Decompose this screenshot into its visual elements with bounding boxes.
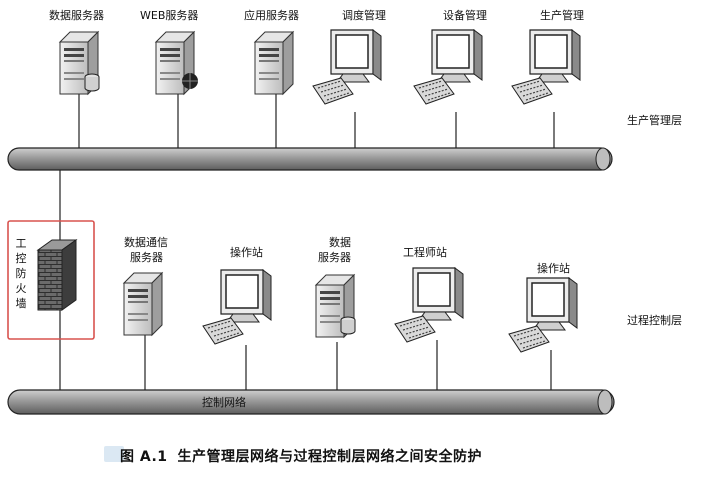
firewall-label: 工控防火墙 (15, 237, 27, 310)
process-layer-label: 过程控制层 (627, 313, 682, 327)
engineer-station (394, 267, 464, 343)
comm-server-label-line2: 服务器 (130, 251, 163, 264)
database-icon (84, 73, 100, 92)
bottom-data-server (315, 274, 356, 338)
figure-caption: 图 A.1 生产管理层网络与过程控制层网络之间安全防护 (120, 446, 492, 466)
top-app-server-label: 应用服务器 (244, 8, 299, 22)
database-icon (340, 316, 356, 335)
top-connection-lines (78, 92, 555, 148)
operator-station-1 (202, 269, 272, 345)
engineer-station-label: 工程师站 (403, 245, 447, 259)
globe-icon (182, 73, 198, 89)
equipment-label: 设备管理 (443, 8, 487, 22)
production-layer-label: 生产管理层 (627, 113, 682, 127)
top-app-server (254, 31, 294, 95)
top-web-server (155, 31, 198, 95)
production-workstation (511, 29, 581, 105)
operator-station-2-label: 操作站 (537, 261, 570, 275)
production-bus (7, 147, 613, 171)
caption-title: 生产管理层网络与过程控制层网络之间安全防护 (177, 449, 483, 465)
top-data-server (59, 31, 100, 95)
equipment-workstation (413, 29, 483, 105)
operator-station-1-label: 操作站 (230, 245, 263, 259)
brick-wall-icon (36, 239, 78, 311)
watermark-logo (104, 446, 124, 462)
firewall-highlight-box (7, 220, 95, 340)
top-web-server-label: WEB服务器 (140, 9, 198, 22)
control-network-bus: 控制网络 (7, 389, 615, 415)
top-data-server-label: 数据服务器 (49, 8, 104, 22)
bottom-data-server-label-line1: 数据 (329, 235, 351, 249)
comm-server-label-line1: 数据通信 (124, 235, 168, 249)
dispatch-workstation (312, 29, 382, 105)
comm-server (123, 272, 163, 336)
control-network-label: 控制网络 (202, 395, 246, 409)
dispatch-label: 调度管理 (342, 8, 386, 22)
caption-number: 图 A.1 (120, 449, 168, 465)
bottom-data-server-label-line2: 服务器 (318, 251, 351, 264)
production-label: 生产管理 (540, 8, 584, 22)
bottom-connection-lines (144, 330, 552, 390)
operator-station-2 (508, 277, 578, 353)
